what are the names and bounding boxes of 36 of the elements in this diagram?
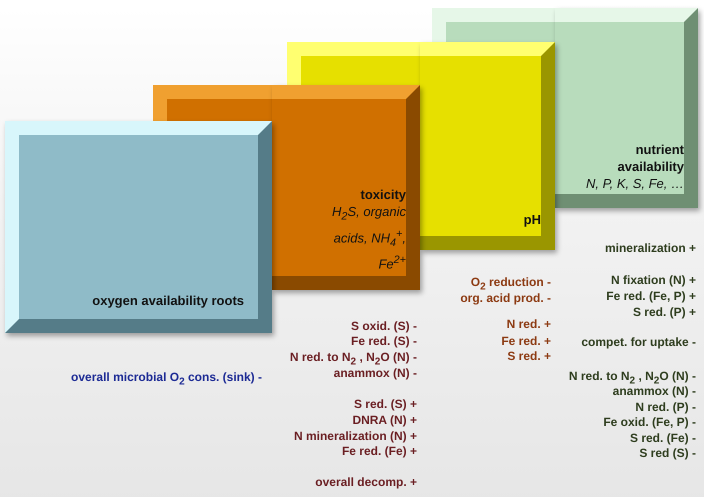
process-effect-label: O$_{2}$ reduction - xyxy=(470,275,551,293)
process-effect-label: S red (S) - xyxy=(639,446,696,461)
panel-subtitle: H$_{2}$S, organic acids, NH$_{4}$$^{+}$, Fe$^{2+}$ xyxy=(331,203,406,272)
process-effect-label: anammox (N) - xyxy=(334,366,417,381)
process-effect-label: anammox (N) - xyxy=(612,384,696,399)
panel-subtitle: N, P, K, S, Fe, … xyxy=(586,175,684,192)
panel-heading: nutrient availability xyxy=(616,141,684,175)
process-effect-label: Fe red. + xyxy=(501,334,551,349)
process-effect-label: S red. (Fe) - xyxy=(630,431,696,446)
beveled-panel xyxy=(555,8,698,208)
beveled-panel xyxy=(5,121,272,333)
panel-heading: oxygen availability roots xyxy=(92,292,244,309)
beveled-panel xyxy=(420,42,555,250)
process-effect-label: S red. (S) + xyxy=(354,397,417,412)
process-effect-label: Fe oxid. (Fe, P) - xyxy=(603,415,696,430)
process-effect-label: org. acid prod. - xyxy=(460,291,551,306)
process-effect-label: N red. (P) - xyxy=(635,400,696,415)
process-effect-label: mineralization + xyxy=(604,241,696,256)
process-effect-label: N mineralization (N) + xyxy=(294,429,417,444)
process-effect-label: N red. + xyxy=(506,317,551,332)
process-effect-label: overall microbial O$_{2}$ cons. (sink) - xyxy=(71,370,262,390)
process-effect-label: compet. for uptake - xyxy=(581,335,696,350)
process-effect-label: N fixation (N) + xyxy=(610,273,696,288)
process-effect-label: overall decomp. + xyxy=(315,475,417,490)
beveled-panel xyxy=(272,85,420,290)
panel-heading: pH xyxy=(524,211,541,228)
process-effect-label: Fe red. (Fe) + xyxy=(342,444,417,459)
process-effect-label: S red. + xyxy=(507,349,551,364)
panel-heading: toxicity xyxy=(360,186,406,204)
process-effect-label: N red. to N$_{2}$ , N$_{2}$O (N) - xyxy=(290,350,417,368)
process-effect-label: Fe red. (S) - xyxy=(350,334,417,349)
process-effect-label: S oxid. (S) - xyxy=(351,319,417,334)
process-effect-label: S red. (P) + xyxy=(632,305,696,320)
process-effect-label: N red. to N$_{2}$ , N$_{2}$O (N) - xyxy=(568,369,696,386)
process-effect-label: DNRA (N) + xyxy=(352,413,417,428)
process-effect-label: Fe red. (Fe, P) + xyxy=(606,289,696,304)
